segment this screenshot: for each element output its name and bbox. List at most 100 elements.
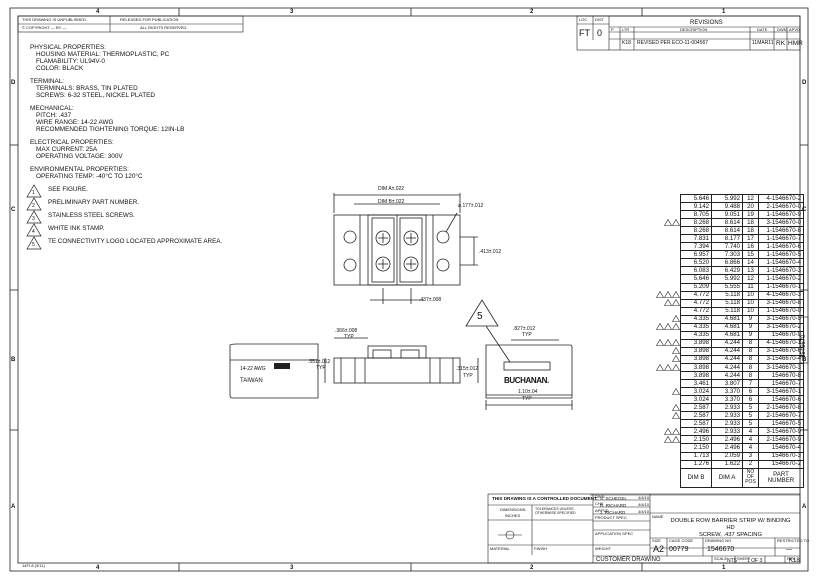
revisions-title: REVISIONS — [690, 20, 723, 26]
row-label-a: A — [11, 504, 16, 510]
dim-b-cell: 7.831 — [680, 234, 712, 244]
part-number-cell: 1546670-3 — [758, 451, 804, 461]
flag-mark-row — [652, 283, 680, 291]
color: COLOR: BLACK — [36, 65, 84, 72]
flag-mark-row — [652, 258, 680, 266]
dim-b-cell: 9.142 — [680, 202, 712, 212]
positions-cell: 6 — [742, 395, 759, 405]
dim-b-cell: 3.898 — [680, 346, 712, 356]
dist-label: DIST — [595, 17, 605, 22]
positions-cell: 2 — [742, 459, 759, 469]
flag-mark-row — [652, 250, 680, 258]
dim-a-cell: 4.244 — [711, 346, 743, 356]
flag-5-callout: 5 — [477, 311, 483, 322]
dim-b-cell: 6.520 — [680, 258, 712, 268]
flag-mark-row — [652, 202, 680, 210]
part-number-cell: 2-1546670-8 — [758, 403, 804, 413]
pitch: PITCH: .437 — [36, 112, 72, 119]
dim-a-cell: 5.992 — [711, 193, 743, 204]
dim-b-cell: 4.772 — [680, 290, 712, 300]
sheet-label: SHEET — [737, 556, 751, 561]
col-label-3: 3 — [290, 9, 294, 15]
rev-header-ltr: LTR — [622, 27, 630, 32]
part-number-cell: 1546670-5 — [758, 419, 804, 429]
flag-mark-row — [652, 299, 680, 307]
positions-cell: 14 — [742, 258, 759, 268]
part-number-cell: 1-1546670-4 — [758, 258, 804, 268]
positions-cell: 18 — [742, 226, 759, 236]
rights-reserved: ALL RIGHTS RESERVED. — [140, 25, 188, 30]
dim-b-cell: 5.209 — [680, 282, 712, 292]
dim-a-cell: 9.488 — [711, 202, 743, 212]
positions-cell: 8 — [742, 338, 759, 348]
flag-triangle-icon — [664, 435, 672, 443]
dim-b-cell: 4.335 — [680, 330, 712, 340]
positions-cell: 5 — [742, 411, 759, 421]
part-number-cell: 1546670-4 — [758, 443, 804, 453]
dim-b-cell: 5.646 — [680, 193, 712, 204]
wire-range: WIRE RANGE: 14-22 AWG — [36, 119, 114, 126]
rev-header-p: P — [611, 27, 614, 32]
cage-label: CAGE CODE — [669, 538, 694, 543]
flag-triangle-icon — [672, 347, 680, 355]
flag-triangle-icon — [656, 363, 664, 371]
flag-triangle-icon — [656, 339, 664, 347]
part-number-cell: 3-1546670-1 — [758, 387, 804, 397]
flag-triangle-icon — [656, 323, 664, 331]
col-label-4: 4 — [96, 9, 100, 15]
flag-triangle-icon — [664, 427, 672, 435]
positions-cell: 13 — [742, 266, 759, 276]
flag-triangle-icon — [672, 315, 680, 323]
copyright-line: © COPYRIGHT — BY — — [22, 25, 67, 30]
flag-mark-row — [652, 443, 680, 451]
positions-cell: 8 — [742, 346, 759, 356]
dim-b-cell: 2.587 — [680, 403, 712, 413]
rev-description: REVISED PER ECO-11-004567 — [637, 40, 709, 46]
brand-logo-small — [274, 363, 290, 369]
flag-5-number: 5 — [32, 242, 35, 248]
flag-triangle-icon — [656, 291, 664, 298]
mechanical-title: MECHANICAL: — [30, 105, 74, 112]
positions-cell: 15 — [742, 250, 759, 260]
positions-cell: 17 — [742, 234, 759, 244]
flag-triangle-icon — [672, 218, 680, 226]
flag-mark-row — [652, 339, 680, 347]
name-label: NAME — [652, 514, 664, 519]
dim-a-cell: 6.866 — [711, 258, 743, 268]
drawn-by: S. SCHEGEL — [600, 496, 628, 501]
screws: SCREWS: 6-32 STEEL, NICKEL PLATED — [36, 92, 155, 99]
flag-mark-row — [652, 435, 680, 443]
brand-logo: BUCHANAN. — [504, 376, 549, 385]
part-number-cell: 3-1546670-0 — [758, 218, 804, 228]
dim-b-cell: 8.268 — [680, 218, 712, 228]
flamability: FLAMABILITY: UL94V-0 — [36, 58, 105, 65]
dim-b-cell: 3.898 — [680, 362, 712, 373]
controlled-document: THIS DRAWING IS A CONTROLLED DOCUMENT. — [492, 496, 598, 501]
notes-block: PHYSICAL PROPERTIES: HOUSING MATERIAL: T… — [30, 44, 184, 180]
positions-cell: 8 — [742, 362, 759, 373]
flag-mark-row — [652, 315, 680, 323]
operating-voltage: OPERATING VOLTAGE: 300V — [36, 153, 123, 160]
checked-date: 4/4/10 — [638, 502, 650, 507]
taiwan-stamp: TAIWAN — [240, 378, 263, 384]
flag-mark-row — [652, 403, 680, 411]
part-number-cell: 4-1546670-1 — [758, 338, 804, 348]
part-number-cell: 1546670-8 — [758, 371, 804, 381]
flag-3-text: STAINLESS STEEL SCREWS. — [48, 212, 135, 219]
rev-apvd: HMR — [788, 40, 803, 47]
dim-a-cell: 8.614 — [711, 218, 743, 228]
dim-a-cell: 7.740 — [711, 242, 743, 252]
dim-b-cell: 2.150 — [680, 435, 712, 445]
drawn-date: 4/4/10 — [638, 495, 650, 500]
electrical-title: ELECTRICAL PROPERTIES: — [30, 139, 114, 146]
terminal-title: TERMINAL: — [30, 78, 65, 85]
